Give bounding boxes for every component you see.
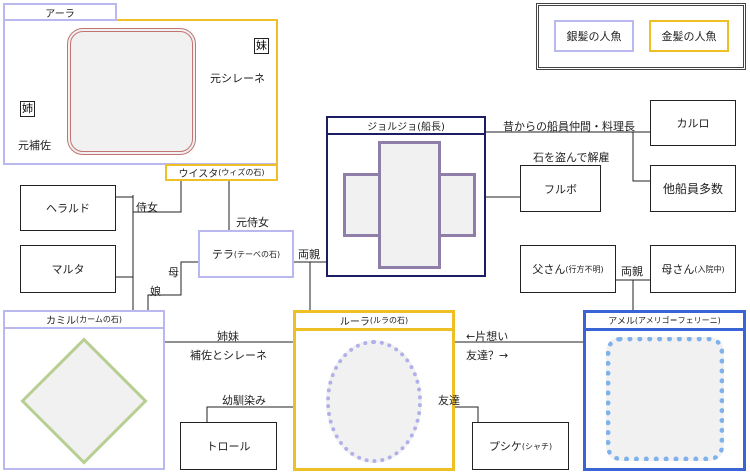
label-parents-left: 両親 (298, 248, 320, 261)
tera-stone: (テーべの石) (233, 249, 281, 259)
kamil-stone: (カームの石) (75, 315, 122, 324)
aara-note-right: 元シレーネ (210, 72, 265, 85)
tera-box: テラ(テーべの石) (198, 230, 294, 278)
luura-stone: (ルラの石) (369, 316, 409, 325)
kamil-card: カミル(カームの石) (3, 310, 165, 470)
label-old-crew: 昔からの船員仲間・料理長 (503, 120, 635, 133)
georgio-portrait-center (381, 176, 432, 228)
label-childhood: 幼馴染み (222, 394, 266, 407)
line-parents-amel (616, 279, 650, 310)
wista-name-text: ウイスタ (178, 169, 219, 180)
herald-box: ヘラルド (20, 185, 116, 231)
label-parents-right: 両親 (621, 265, 643, 278)
aara-sister-badge: 妹 (254, 38, 269, 54)
troll-box: トロール (180, 422, 277, 470)
wista-stone: (ウィズの石) (218, 168, 265, 177)
line-maid-wista (133, 180, 182, 213)
aara-name: アーラ (3, 3, 117, 21)
mother-box: 母さん(入院中) (650, 245, 736, 293)
label-sisters-sub: 補佐とシレーネ (190, 349, 267, 362)
father-name: 父さん (532, 263, 566, 276)
label-one-sided: ←片想い (466, 330, 509, 343)
label-daughter: 娘 (150, 285, 161, 298)
legend: 銀髪の人魚 金髪の人魚 (536, 3, 746, 70)
marta-box: マルタ (20, 245, 116, 293)
amel-full-name: (アメリゴ＝フェリーニ) (634, 316, 721, 325)
luura-name: ルーラ(ルラの石) (296, 313, 452, 331)
legend-silver: 銀髪の人魚 (554, 20, 634, 52)
label-friend-q: 友達？→ (466, 349, 509, 362)
label-former-maid: 元侍女 (236, 216, 269, 229)
line-herald-maid (116, 195, 134, 310)
line-tera-kamil (147, 261, 198, 310)
wista-name: ウイスタ(ウィズの石) (165, 164, 278, 181)
label-sisters: 姉妹 (217, 330, 239, 343)
kamil-name-text: カミル (45, 316, 76, 327)
georgio-name-text: ジョルジョ (367, 122, 418, 133)
amel-card: アメル(アメリゴ＝フェリーニ) (583, 310, 746, 471)
psyche-note: (シャチ) (521, 441, 553, 451)
line-georgio-crew (485, 131, 650, 182)
aara-gold-frame (117, 19, 278, 180)
aara-note-left: 元補佐 (18, 139, 51, 152)
luura-card: ルーラ(ルラの石) (293, 310, 455, 471)
label-fired: 石を盗んで解雇 (533, 151, 610, 164)
georgio-name: ジョルジョ(船長) (328, 118, 484, 135)
frulbo-box: フルボ (520, 165, 601, 212)
mother-name: 母さん (661, 263, 695, 276)
luura-name-text: ルーラ (339, 317, 370, 328)
georgio-card: ジョルジョ(船長) (326, 116, 486, 277)
mother-note: (入院中) (694, 264, 725, 274)
luura-portrait (326, 340, 422, 463)
line-luura-psyche (455, 406, 479, 422)
karuro-box: カルロ (650, 100, 736, 146)
label-mother: 母 (168, 266, 179, 279)
psyche-name: プシケ (488, 440, 522, 453)
label-friend: 友達 (438, 394, 460, 407)
aara-portrait (67, 28, 196, 155)
crew-box: 他船員多数 (650, 165, 736, 212)
kamil-portrait (20, 337, 148, 465)
tera-name: テラ (211, 248, 234, 261)
amel-name-text: アメル (608, 317, 635, 327)
father-note: (行方不明) (565, 264, 604, 274)
kamil-name: カミル(カームの石) (5, 312, 163, 329)
line-tera-georgio (294, 261, 326, 310)
amel-portrait (606, 337, 724, 461)
label-maid: 侍女 (136, 201, 158, 214)
aara-elder-sister-badge: 姉 (20, 101, 35, 117)
psyche-box: プシケ(シャチ) (472, 422, 569, 470)
legend-gold: 金髪の人魚 (649, 20, 729, 52)
father-box: 父さん(行方不明) (520, 245, 616, 293)
georgio-role: (船長) (417, 122, 445, 133)
amel-name: アメル(アメリゴ＝フェリーニ) (586, 313, 743, 331)
line-luura-troll (206, 406, 293, 422)
